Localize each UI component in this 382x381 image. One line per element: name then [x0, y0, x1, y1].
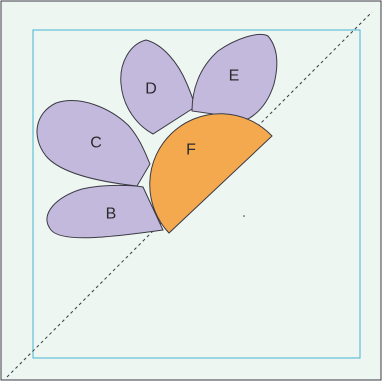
petal-e	[191, 34, 278, 120]
label-e: E	[229, 68, 240, 85]
half-circle-f	[149, 113, 273, 234]
petal-c	[36, 100, 151, 187]
center-dot	[243, 215, 245, 217]
label-c: C	[90, 135, 102, 152]
label-d: D	[145, 81, 157, 98]
petal-b	[46, 184, 164, 239]
inner-square	[32, 29, 361, 359]
label-b: B	[106, 206, 117, 223]
label-f: F	[186, 142, 196, 159]
